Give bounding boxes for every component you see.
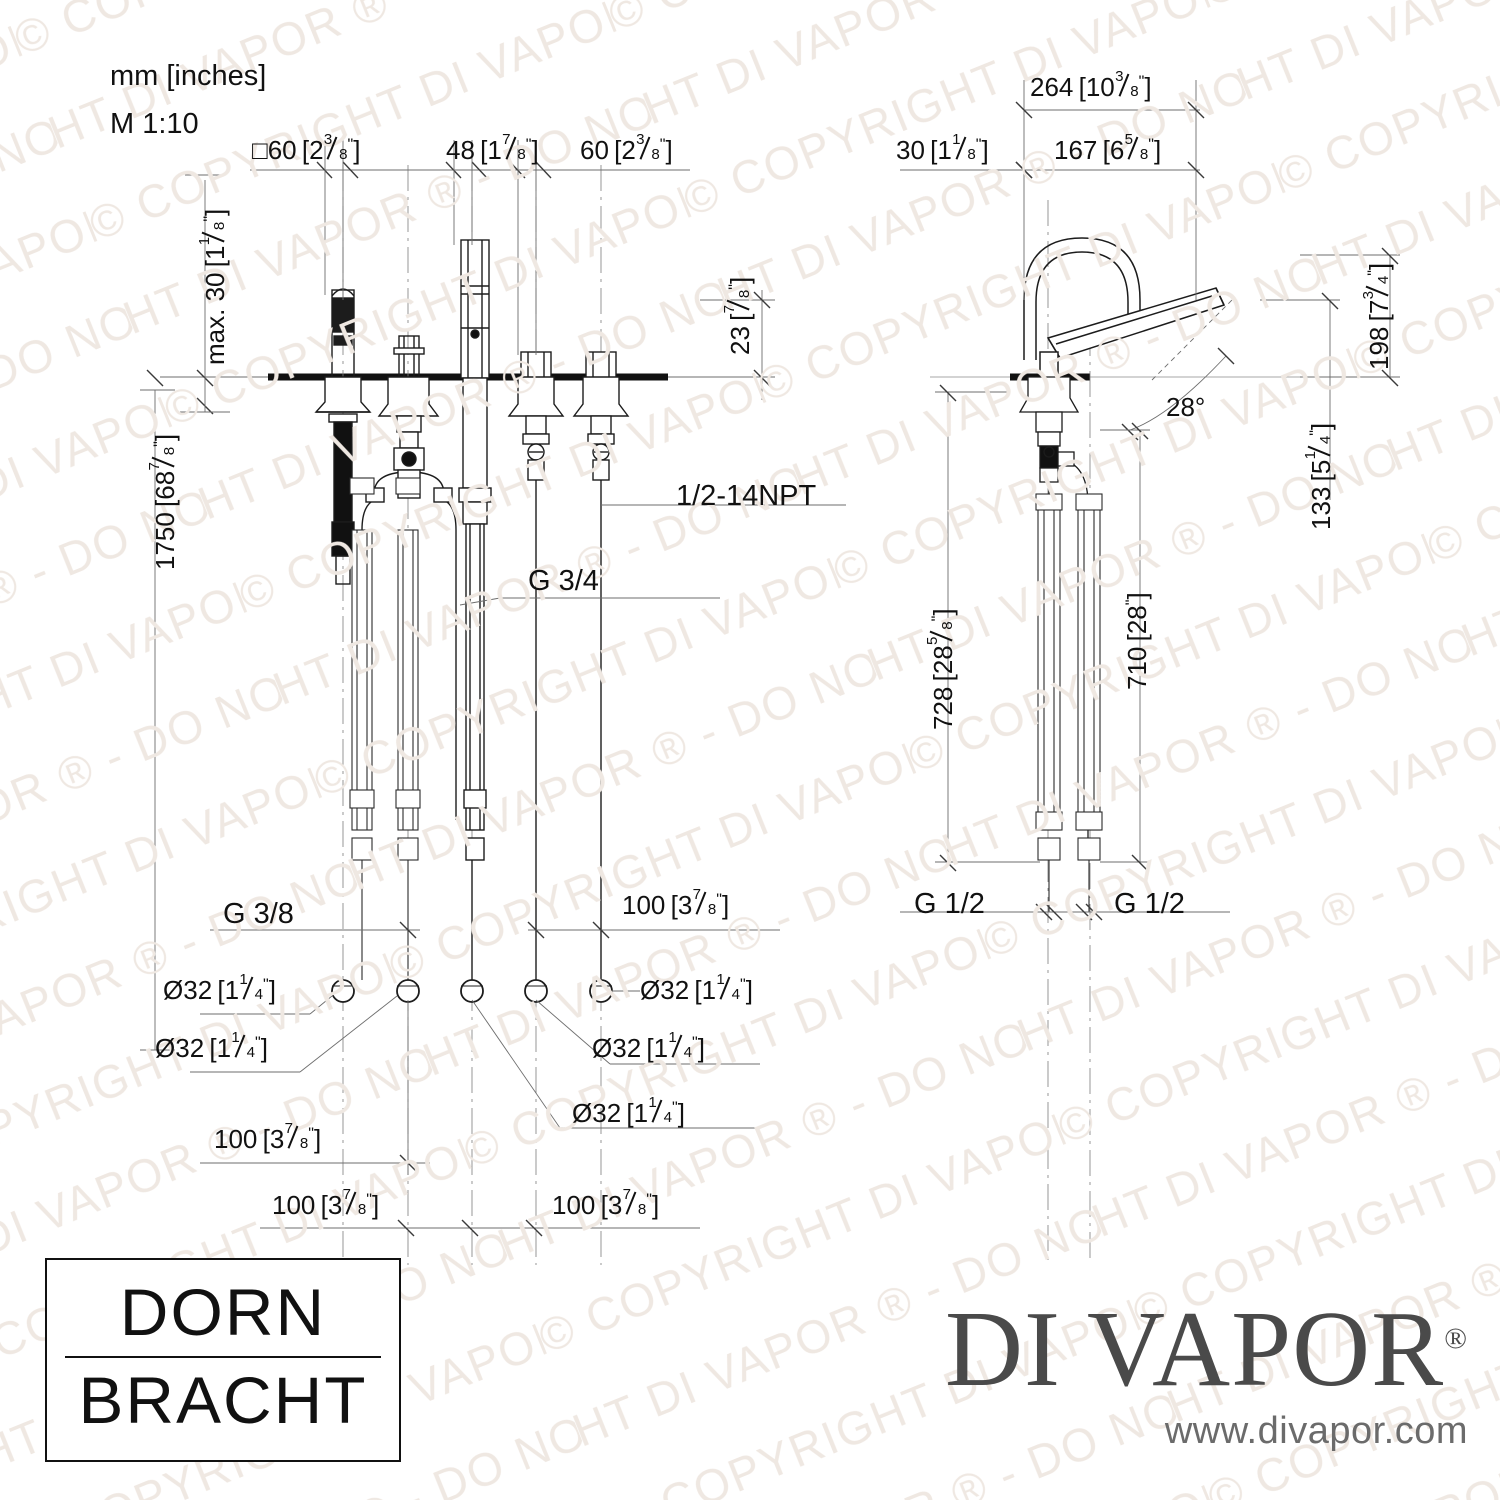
registered-trademark-icon: ® bbox=[1444, 1322, 1468, 1355]
divapor-logo: DI VAPOR® www.divapor.com bbox=[848, 1296, 1468, 1453]
dornbracht-line2: BRACHT bbox=[78, 1363, 368, 1437]
scale-note: M 1:10 bbox=[110, 108, 199, 140]
dim-710: 710 [28"] bbox=[1122, 592, 1152, 690]
dornbracht-logo: DORN BRACHT bbox=[45, 1258, 401, 1462]
thread-g12-right: G 1/2 bbox=[1114, 888, 1185, 920]
thread-g12-left: G 1/2 bbox=[914, 888, 985, 920]
units-note: mm [inches] bbox=[110, 60, 267, 92]
dornbracht-divider bbox=[65, 1356, 381, 1358]
thread-g34-label: G 3/4 bbox=[528, 565, 599, 597]
divapor-url: www.divapor.com bbox=[1164, 1410, 1468, 1452]
thread-g38-label: G 3/8 bbox=[223, 898, 294, 930]
dornbracht-line1: DORN bbox=[119, 1275, 327, 1349]
thread-npt-label: 1/2-14NPT bbox=[676, 480, 817, 512]
angle-label: 28° bbox=[1166, 392, 1206, 422]
divapor-wordmark: DI VAPOR® bbox=[945, 1290, 1468, 1409]
